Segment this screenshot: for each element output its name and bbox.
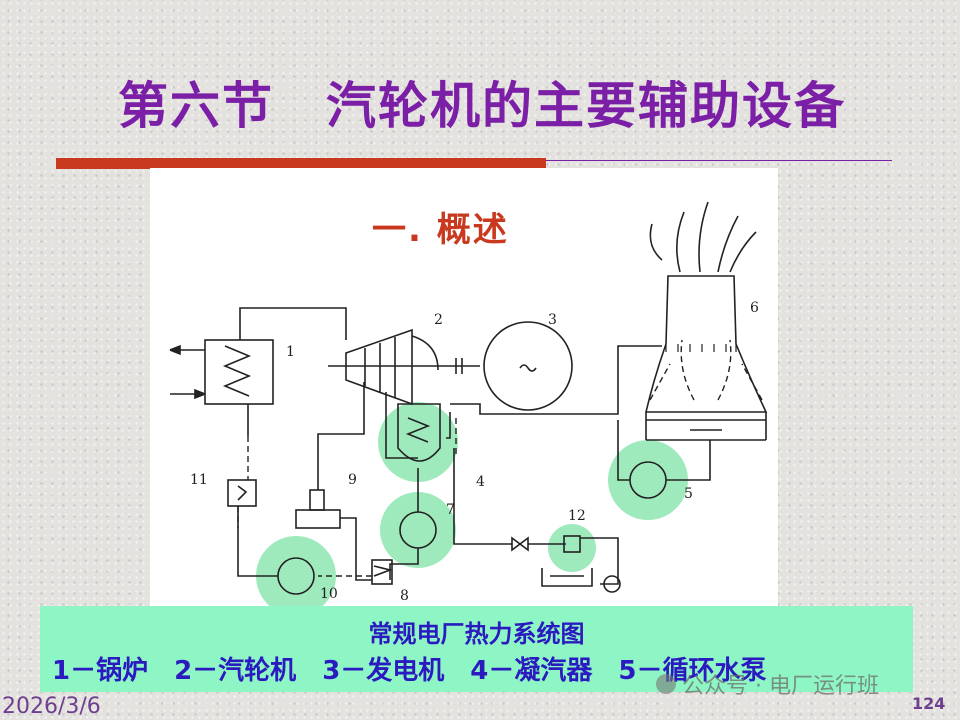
section-heading: 一. 概述 [372, 210, 509, 250]
highlight-pump-7 [380, 492, 456, 568]
component-number: 7 [446, 502, 455, 518]
diagram-figure: 一. 概述 [150, 168, 778, 608]
tick-marks [665, 344, 737, 352]
caption-title: 常规电厂热力系统图 [368, 620, 585, 648]
slide-date: 2026/3/6 [2, 694, 101, 719]
diagram-lines [169, 201, 768, 595]
watermark-text: 公众号 · 电厂运行班 [682, 674, 879, 699]
page-number: 124 [912, 694, 946, 713]
legend-item: 5－循环水泵 [618, 656, 767, 686]
slide-title: 第六节 汽轮机的主要辅助设备 [118, 77, 846, 135]
highlight-pump-5 [608, 440, 688, 520]
component-number: 5 [684, 486, 693, 502]
deaerator-9 [295, 509, 341, 529]
component-number: 8 [400, 588, 409, 604]
legend-row: 1－锅炉 2－汽轮机 3－发电机 4－凝汽器 5－循环水泵 [52, 650, 766, 687]
legend-item: 3－发电机 [322, 656, 445, 686]
turbine-body [345, 328, 413, 406]
condenser-body [397, 403, 441, 462]
component-numbers: 1 2 3 4 5 6 7 8 9 10 11 12 [190, 300, 759, 604]
highlight-valve-12 [548, 524, 596, 572]
component-number: 12 [568, 508, 586, 524]
legend-item: 1－锅炉 [52, 656, 149, 686]
legend-item: 2－汽轮机 [174, 656, 297, 686]
boiler-box [204, 339, 274, 405]
boiler-coil [222, 345, 252, 397]
component-number: 10 [320, 586, 338, 602]
wechat-icon [656, 674, 676, 694]
title-rule-thick [56, 158, 546, 169]
valve [511, 536, 529, 552]
device-12 [563, 535, 581, 553]
highlight-circles [256, 402, 688, 608]
highlight-pump-10 [256, 536, 336, 608]
generator-circle [483, 321, 573, 411]
caption-box: 常规电厂热力系统图 1－锅炉 2－汽轮机 3－发电机 4－凝汽器 5－循环水泵 [40, 606, 913, 692]
heater-11 [227, 479, 257, 507]
component-number: 1 [286, 344, 295, 360]
component-number: 3 [548, 312, 557, 328]
condenser-coil [405, 417, 431, 443]
component-number: 6 [750, 300, 759, 316]
component-number: 2 [434, 312, 443, 328]
cooling-tower [644, 275, 768, 413]
title-rule-thin [546, 160, 892, 161]
dashed-lines [237, 339, 763, 577]
component-number: 11 [190, 472, 208, 488]
heater-8 [371, 559, 393, 585]
legend-item: 4－凝汽器 [470, 656, 593, 686]
component-number: 9 [348, 472, 357, 488]
component-number: 4 [476, 474, 485, 490]
watermark: 公众号 · 电厂运行班 [656, 668, 879, 700]
thermal-system-diagram: 1 2 3 4 5 6 7 8 9 10 11 12 [169, 201, 768, 608]
